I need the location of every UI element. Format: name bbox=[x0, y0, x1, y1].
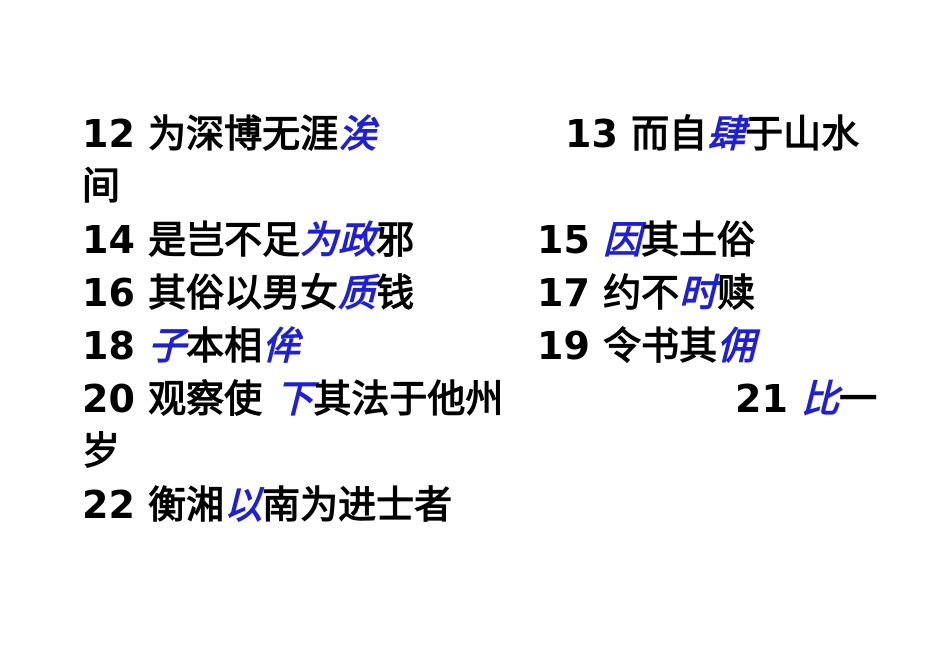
line-14: 14 是岂不足为政邪 bbox=[82, 214, 414, 266]
line-text: 17 约不 bbox=[537, 271, 680, 315]
line-text: 12 为深博无涯 bbox=[82, 112, 339, 156]
line-text: 钱 bbox=[376, 271, 415, 315]
highlighted-term: 涘 bbox=[338, 112, 377, 156]
highlighted-term: 为政 bbox=[300, 218, 377, 262]
line-text: 于山水 bbox=[745, 112, 860, 156]
line-13: 13 而自肆于山水 bbox=[565, 108, 859, 160]
line-text: 15 bbox=[537, 218, 604, 262]
line-20: 20 观察使 下其法于他州 bbox=[82, 373, 503, 425]
highlighted-term: 子 bbox=[148, 324, 187, 368]
line-12: 12 为深博无涯涘 bbox=[82, 108, 376, 160]
line-text: 16 其俗以男女 bbox=[82, 271, 339, 315]
line-text: 南为进士者 bbox=[262, 483, 453, 527]
line-text: 13 而自 bbox=[565, 112, 708, 156]
highlighted-term: 时 bbox=[679, 271, 718, 315]
highlighted-term: 佣 bbox=[717, 324, 756, 368]
line-text: 赎 bbox=[717, 271, 756, 315]
line-17: 17 约不时赎 bbox=[537, 267, 755, 319]
highlighted-term: 比 bbox=[801, 377, 840, 421]
line-22: 22 衡湘以南为进士者 bbox=[82, 479, 452, 531]
line-text: 一 bbox=[839, 377, 878, 421]
line-text: 22 衡湘 bbox=[82, 483, 225, 527]
highlighted-term: 侔 bbox=[262, 324, 301, 368]
line-15: 15 因其土俗 bbox=[537, 214, 755, 266]
line-16: 16 其俗以男女质钱 bbox=[82, 267, 414, 319]
line-18: 18 子本相侔 bbox=[82, 320, 300, 372]
line-12-cont: 间 bbox=[82, 160, 120, 212]
line-text: 其法于他州 bbox=[313, 377, 504, 421]
line-text: 14 是岂不足 bbox=[82, 218, 301, 262]
line-20-cont: 岁 bbox=[82, 425, 120, 477]
line-text: 20 观察使 bbox=[82, 377, 276, 421]
line-text: 19 令书其 bbox=[537, 324, 718, 368]
line-21: 21 比一 bbox=[735, 373, 877, 425]
line-text: 18 bbox=[82, 324, 149, 368]
highlighted-term: 以 bbox=[224, 483, 263, 527]
line-text: 21 bbox=[735, 377, 802, 421]
line-19: 19 令书其佣 bbox=[537, 320, 755, 372]
line-text: 邪 bbox=[376, 218, 415, 262]
highlighted-term: 因 bbox=[603, 218, 642, 262]
line-text: 岁 bbox=[82, 429, 121, 473]
line-text: 其土俗 bbox=[641, 218, 756, 262]
line-text: 本相 bbox=[186, 324, 263, 368]
highlighted-term: 肆 bbox=[707, 112, 746, 156]
highlighted-term: 下 bbox=[275, 377, 314, 421]
line-text: 间 bbox=[82, 164, 121, 208]
highlighted-term: 质 bbox=[338, 271, 377, 315]
